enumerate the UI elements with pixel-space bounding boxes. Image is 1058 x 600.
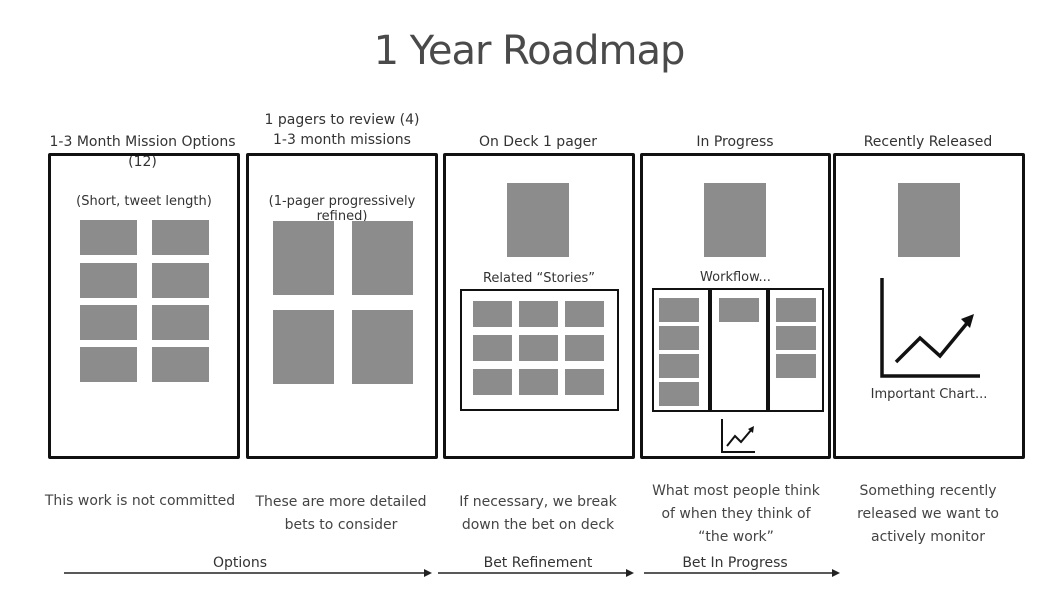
task-card: [659, 298, 699, 322]
workflow-lane-3: [768, 288, 824, 412]
one-pager: [352, 310, 413, 384]
card: [80, 347, 137, 382]
story-card: [519, 369, 558, 395]
column-subtitle: Important Chart...: [870, 387, 988, 402]
card: [152, 263, 209, 298]
card: [152, 220, 209, 255]
task-card: [659, 326, 699, 350]
card: [80, 305, 137, 340]
note-in-progress: What most people think of when they thin…: [652, 483, 820, 545]
task-card: [776, 326, 816, 350]
story-card: [565, 335, 604, 361]
column-subtitle: (Short, tweet length): [76, 194, 212, 209]
story-card: [519, 335, 558, 361]
task-card: [776, 354, 816, 378]
story-card: [565, 301, 604, 327]
card: [80, 220, 137, 255]
phase-arrows: [64, 569, 840, 577]
trend-chart-icon: [880, 278, 980, 378]
story-card: [473, 369, 512, 395]
arrow-bet-in-progress: [644, 569, 840, 577]
stories-board: [460, 289, 619, 411]
page-title: 1 Year Roadmap: [373, 28, 686, 74]
note-on-deck: If necessary, we break down the bet on d…: [459, 494, 617, 533]
card: [152, 347, 209, 382]
column-subtitle: Related “Stories”: [482, 271, 595, 286]
arrow-bet-refinement: [438, 569, 634, 577]
column-released: Important Chart...: [833, 153, 1025, 459]
column-subtitle: Workflow...: [700, 270, 771, 285]
task-card: [659, 382, 699, 406]
column-heading-options: 1-3 Month Mission Options (12): [49, 134, 236, 170]
card: [80, 263, 137, 298]
story-card: [565, 369, 604, 395]
task-card: [776, 298, 816, 322]
task-card: [719, 298, 759, 322]
one-pager: [352, 221, 413, 295]
phase-label-bet-in-progress: Bet In Progress: [682, 555, 788, 571]
column-heading-on-deck: On Deck 1 pager: [478, 134, 598, 150]
column-options: (Short, tweet length): [48, 153, 240, 459]
one-pager: [507, 183, 569, 257]
phase-label-bet-refinement: Bet Refinement: [483, 555, 593, 571]
task-card: [659, 354, 699, 378]
one-pager: [273, 221, 334, 295]
column-review: (1-pager progressively refined): [246, 153, 438, 459]
note-review: These are more detailed bets to consider: [255, 494, 427, 533]
small-chart-icon: [721, 419, 755, 453]
phase-label-options: Options: [212, 555, 268, 571]
story-card: [519, 301, 558, 327]
one-pager: [273, 310, 334, 384]
one-pager: [704, 183, 766, 257]
note-options: This work is not committed: [44, 493, 236, 509]
card: [152, 305, 209, 340]
workflow-lane-2: [710, 288, 768, 412]
column-in-progress: Workflow...: [640, 153, 831, 459]
arrow-options: [64, 569, 432, 577]
column-heading-review: 1 pagers to review (4) 1-3 month mission…: [264, 112, 420, 148]
one-pager: [898, 183, 960, 257]
column-subtitle: (1-pager progressively refined): [268, 194, 416, 224]
column-on-deck: Related “Stories”: [443, 153, 635, 459]
note-released: Something recently released we want to a…: [857, 483, 999, 545]
column-heading-released: Recently Released: [863, 134, 993, 150]
column-heading-in-progress: In Progress: [696, 134, 774, 150]
story-card: [473, 301, 512, 327]
workflow-lane-1: [652, 288, 710, 412]
story-card: [473, 335, 512, 361]
